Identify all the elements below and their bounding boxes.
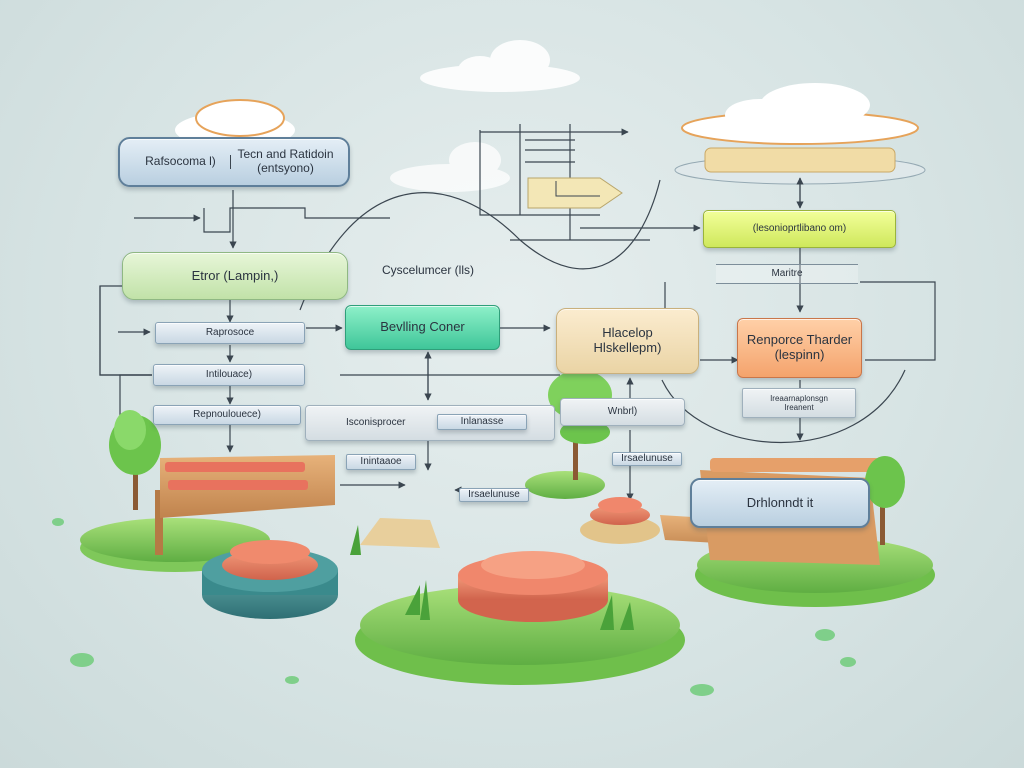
left-node-3-label: Repnoulouece) [193, 409, 261, 421]
top-left-node-left-label: Rafsocoma l) [134, 154, 232, 169]
teal-node: Bevlling Coner [345, 305, 500, 350]
platform-icon [360, 518, 440, 548]
gray-node-label: Drhlonndt it [746, 494, 814, 510]
sand-node: Hlacelop Hlskellepm) [556, 308, 699, 374]
arrow-tag-icon [527, 177, 623, 209]
middle-wide-node-label: Isconisprocer [346, 417, 406, 429]
sand-node-title: Hlacelop [602, 325, 653, 341]
platform-icon [355, 551, 685, 685]
center-caption: Cyscelumcer (lls) [368, 262, 488, 280]
top-left-node-title: Tecn and Ratidoin [237, 147, 334, 162]
green-node: Etror (Lampin,) [122, 252, 348, 300]
platform-icon [80, 455, 335, 572]
top-left-node-subtitle: (entsyono) [257, 161, 314, 175]
middle-right-node-label: Wnbrl) [607, 406, 638, 418]
left-node-3: Repnoulouece) [153, 405, 301, 425]
cloud-icon [390, 142, 510, 192]
middle-tag-node-2-label: Irsaelunuse [621, 453, 673, 465]
cloud-icon [674, 83, 926, 185]
orange-node-title: Renporce Tharder [746, 332, 853, 348]
lime-node: (lesonioprtlibano om) [703, 210, 896, 248]
stone-disc-icon [202, 540, 338, 619]
middle-small-node: Inintaaoe [346, 454, 416, 470]
middle-inline-node-label: Inlanasse [460, 416, 504, 428]
center-caption-label: Cyscelumcer (lls) [381, 263, 474, 278]
middle-inline-node: Inlanasse [437, 414, 527, 430]
gray-node: Drhlonndt it [690, 478, 870, 528]
striped-node-line2: Ireanent [784, 403, 814, 412]
cloud-icon [420, 40, 580, 92]
mainto-node-label: Maritre [771, 268, 803, 280]
teal-node-label: Bevlling Coner [380, 319, 465, 335]
green-node-label: Etror (Lampin,) [191, 267, 279, 283]
striped-node: Ireaarnaplonsgn Ireanent [742, 388, 856, 418]
middle-tag-node-label: Irsaelunuse [468, 489, 520, 501]
left-node-2: Intilouace) [153, 364, 305, 386]
tree-icon [865, 456, 905, 545]
mainto-node: Maritre [716, 264, 858, 284]
bush-icon [350, 525, 634, 630]
middle-small-node-label: Inintaaoe [360, 456, 402, 468]
stone-disc-icon [580, 497, 660, 544]
left-node-1: Raprosoce [155, 322, 305, 344]
bush-icon [52, 518, 856, 696]
striped-node-line1: Ireaarnaplonsgn [770, 393, 828, 403]
lime-node-label: (lesonioprtlibano om) [752, 223, 847, 235]
middle-right-node: Wnbrl) [560, 398, 685, 426]
left-node-1-label: Raprosoce [205, 327, 255, 339]
middle-tag-node: Irsaelunuse [459, 488, 529, 502]
sand-node-subtitle: Hlskellepm) [593, 340, 662, 355]
tree-icon [109, 410, 161, 510]
middle-tag-node-2: Irsaelunuse [612, 452, 682, 466]
orange-node-subtitle: (lespinn) [774, 347, 825, 362]
left-node-2-label: Intilouace) [205, 369, 253, 381]
orange-node: Renporce Tharder (lespinn) [737, 318, 862, 378]
top-left-node: Rafsocoma l) Tecn and Ratidoin (entsyono… [118, 137, 350, 187]
